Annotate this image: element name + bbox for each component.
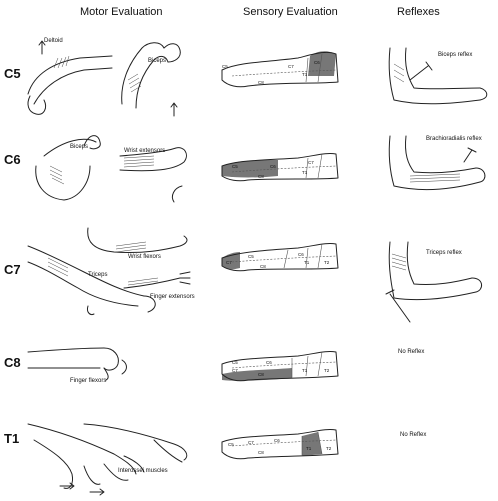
c8-motor-illustration: Finger flexors bbox=[24, 340, 164, 390]
c8-no-reflex: No Reflex bbox=[398, 349, 425, 355]
c5-dermatome-arm: C5 C6 C8 T1 C7 bbox=[218, 46, 342, 96]
c5-reflex-illustration: Biceps reflex bbox=[380, 44, 490, 126]
c7-dermatome-arm: C5 C6 C8 T1 C7 T2 bbox=[218, 238, 342, 278]
svg-text:C7: C7 bbox=[232, 368, 238, 373]
motor-evaluation-header: Motor Evaluation bbox=[80, 6, 163, 18]
svg-text:C8: C8 bbox=[258, 174, 264, 179]
label-finger-flexors: Finger flexors bbox=[70, 378, 107, 384]
svg-text:T2: T2 bbox=[326, 446, 332, 451]
svg-text:C6: C6 bbox=[266, 360, 272, 365]
c6-dermatome-arm: C5 C6 C8 T1 C7 bbox=[218, 148, 342, 188]
label-wrist-flexors: Wrist flexors bbox=[128, 254, 161, 260]
c7-reflex-illustration: Triceps reflex bbox=[380, 238, 490, 328]
svg-text:C8: C8 bbox=[258, 80, 264, 85]
svg-text:T1: T1 bbox=[302, 72, 308, 77]
svg-text:C8: C8 bbox=[258, 450, 264, 455]
svg-text:C5: C5 bbox=[232, 360, 238, 365]
svg-text:C5: C5 bbox=[232, 164, 238, 169]
t1-motor-illustration: Interossei muscles bbox=[24, 404, 204, 496]
svg-text:C7: C7 bbox=[308, 160, 314, 165]
svg-text:C6: C6 bbox=[314, 60, 320, 65]
c6-motor-illustration: Biceps Wrist extensors bbox=[24, 126, 204, 216]
level-label-c5: C5 bbox=[4, 66, 21, 81]
label-finger-extensors: Finger extensors bbox=[150, 294, 195, 300]
level-label-t1: T1 bbox=[4, 431, 20, 446]
label-brachioradialis-reflex: Brachioradialis reflex bbox=[426, 136, 482, 142]
reflexes-header: Reflexes bbox=[397, 6, 440, 18]
t1-dermatome-arm: C5 C6 C8 T1 C7 T2 bbox=[218, 424, 342, 464]
label-triceps-reflex: Triceps reflex bbox=[426, 250, 462, 256]
label-deltoid: Deltoid bbox=[44, 38, 63, 44]
c5-motor-illustration: Deltoid Biceps bbox=[24, 34, 204, 124]
svg-text:T1: T1 bbox=[304, 260, 310, 265]
label-triceps: Triceps bbox=[88, 272, 108, 278]
svg-text:C6: C6 bbox=[270, 164, 276, 169]
reflex-hammer-illustration bbox=[463, 147, 477, 163]
svg-text:C7: C7 bbox=[248, 440, 254, 445]
svg-text:T2: T2 bbox=[324, 368, 330, 373]
c8-dermatome-arm: C5 C6 C8 T1 C7 T2 bbox=[218, 346, 342, 386]
svg-text:C7: C7 bbox=[226, 260, 232, 265]
svg-text:T1: T1 bbox=[302, 170, 308, 175]
svg-text:T1: T1 bbox=[306, 446, 312, 451]
label-biceps: Biceps bbox=[148, 58, 167, 64]
arrow-icon bbox=[38, 40, 46, 55]
svg-text:C5: C5 bbox=[228, 442, 234, 447]
label-biceps-c6: Biceps bbox=[70, 144, 89, 150]
c6-reflex-illustration: Brachioradialis reflex bbox=[380, 132, 490, 212]
svg-text:T1: T1 bbox=[302, 368, 308, 373]
svg-text:C6: C6 bbox=[274, 438, 280, 443]
label-wrist-extensors: Wrist extensors bbox=[124, 148, 166, 154]
reflex-hammer-illustration bbox=[409, 61, 433, 81]
c7-motor-illustration: Wrist flexors Triceps Finger extensors bbox=[24, 222, 204, 322]
svg-text:C6: C6 bbox=[298, 252, 304, 257]
reflex-hammer-illustration bbox=[385, 289, 411, 323]
level-label-c8: C8 bbox=[4, 355, 21, 370]
level-label-c7: C7 bbox=[4, 262, 21, 277]
label-biceps-reflex: Biceps reflex bbox=[438, 52, 473, 58]
label-interossei-muscles: Interossei muscles bbox=[118, 468, 168, 474]
svg-text:C8: C8 bbox=[260, 264, 266, 269]
level-label-c6: C6 bbox=[4, 152, 21, 167]
sensory-evaluation-header: Sensory Evaluation bbox=[243, 6, 338, 18]
svg-text:C5: C5 bbox=[248, 254, 254, 259]
svg-text:T2: T2 bbox=[324, 260, 330, 265]
svg-text:C5: C5 bbox=[222, 64, 228, 69]
t1-no-reflex: No Reflex bbox=[400, 432, 427, 438]
svg-text:C7: C7 bbox=[288, 64, 294, 69]
svg-text:C8: C8 bbox=[258, 372, 264, 377]
